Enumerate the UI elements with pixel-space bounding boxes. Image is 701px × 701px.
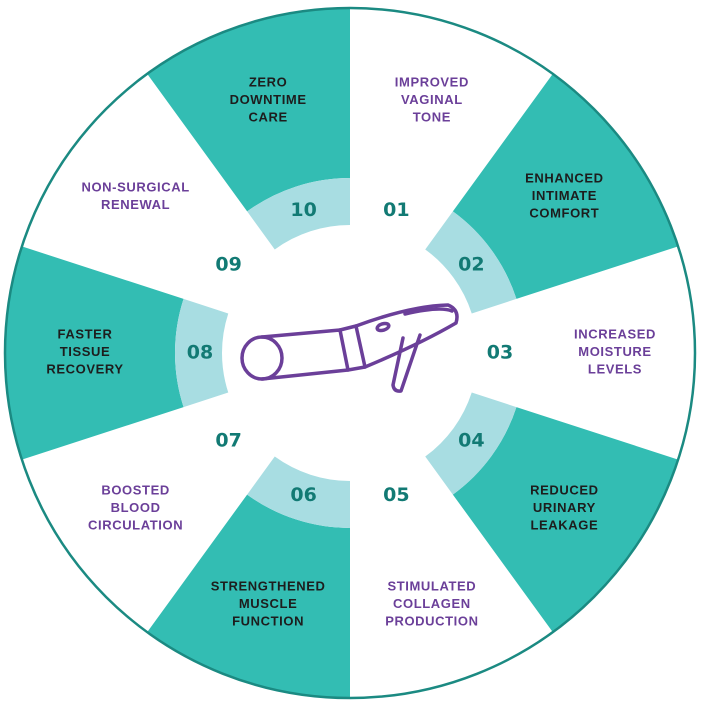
labels-layer: IMPROVED VAGINAL TONE 01 ENHANCED INTIMATE COM… <box>46 75 656 629</box>
segment-08-band <box>175 298 229 408</box>
segment-08-label-line: TISSUE <box>60 344 111 359</box>
segment-09-label-line: NON-SURGICAL <box>81 180 189 195</box>
segment-03-label-line: MOISTURE <box>578 344 651 359</box>
segment-08-number: 08 <box>187 342 213 364</box>
segment-05-label-line: COLLAGEN <box>393 596 471 611</box>
segment-08-label-line: RECOVERY <box>46 362 123 377</box>
segment-05-number: 05 <box>383 484 409 506</box>
vaginal-laser-wand-icon <box>240 303 459 393</box>
segment-08-wedge <box>4 246 184 460</box>
segment-08-label: FASTER TISSUE RECOVERY <box>46 327 123 377</box>
segment-10-label: ZERO DOWNTIME CARE <box>230 75 307 125</box>
segment-01-number: 01 <box>383 199 409 221</box>
segment-07-label: BOOSTED BLOOD CIRCULATION <box>88 483 183 533</box>
segment-07-number: 07 <box>215 430 241 452</box>
segment-10-number: 10 <box>290 199 316 221</box>
segment-06-label: STRENGTHENED MUSCLE FUNCTION <box>211 579 326 629</box>
segment-04-label: REDUCED URINARY LEAKAGE <box>530 483 598 533</box>
segment-10-label-line: CARE <box>248 110 287 125</box>
segment-01-label: IMPROVED VAGINAL TONE <box>395 75 469 125</box>
segment-02-label-line: COMFORT <box>529 206 599 221</box>
segment-08-label-line: FASTER <box>58 327 113 342</box>
segment-03-number: 03 <box>487 342 513 364</box>
segment-07-label-line: BLOOD <box>111 500 161 515</box>
segment-01-label-line: VAGINAL <box>401 92 463 107</box>
segment-02-label-line: INTIMATE <box>532 189 597 204</box>
segment-04-band <box>425 392 517 495</box>
segment-02-label: ENHANCED INTIMATE COMFORT <box>525 171 603 221</box>
segment-01-label-line: IMPROVED <box>395 75 469 90</box>
segment-05-label: STIMULATED COLLAGEN PRODUCTION <box>385 579 478 629</box>
segment-03-label-line: LEVELS <box>588 362 642 377</box>
segment-02-number: 02 <box>458 253 484 275</box>
segment-04-number: 04 <box>458 430 484 452</box>
segment-02-band <box>425 211 517 314</box>
segment-06-number: 06 <box>290 484 316 506</box>
segment-03-label: INCREASED MOISTURE LEVELS <box>574 327 656 377</box>
segment-05-label-line: STIMULATED <box>387 579 476 594</box>
segment-01-label-line: TONE <box>413 110 451 125</box>
segment-09-label-line: RENEWAL <box>101 197 170 212</box>
segment-06-wedge <box>147 494 350 698</box>
segment-05-label-line: PRODUCTION <box>385 614 478 629</box>
segment-04-label-line: URINARY <box>533 500 596 515</box>
segment-09-number: 09 <box>215 253 241 275</box>
segment-02-wedge <box>452 73 679 299</box>
segment-03-label-line: INCREASED <box>574 327 656 342</box>
segment-10-wedge <box>147 8 350 212</box>
segment-10-label-line: ZERO <box>249 75 288 90</box>
segment-02-label-line: ENHANCED <box>525 171 603 186</box>
segment-06-label-line: STRENGTHENED <box>211 579 326 594</box>
segment-10-band <box>247 178 350 250</box>
segment-06-label-line: MUSCLE <box>239 596 298 611</box>
segment-06-label-line: FUNCTION <box>232 614 304 629</box>
segment-04-label-line: LEAKAGE <box>531 518 599 533</box>
segment-04-wedge <box>452 407 679 633</box>
segments-layer <box>4 8 695 698</box>
segment-07-label-line: BOOSTED <box>101 483 169 498</box>
segment-09-label: NON-SURGICAL RENEWAL <box>81 180 189 213</box>
segment-06-band <box>247 456 350 528</box>
segment-04-label-line: REDUCED <box>530 483 598 498</box>
segment-10-label-line: DOWNTIME <box>230 92 307 107</box>
segment-07-label-line: CIRCULATION <box>88 518 183 533</box>
outer-ring <box>3 6 697 700</box>
